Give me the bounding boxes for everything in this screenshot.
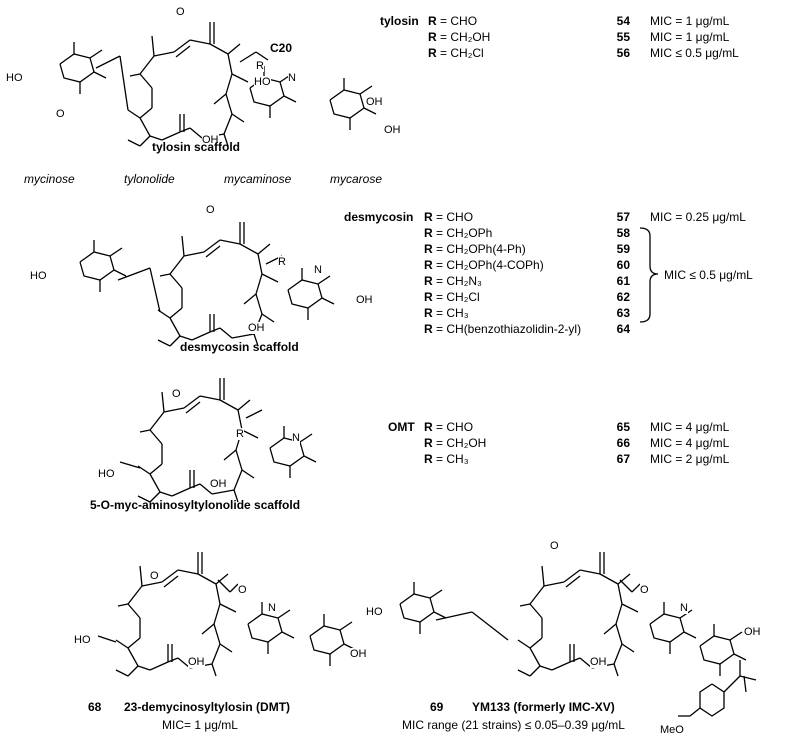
atom-oh: OH <box>590 656 607 668</box>
atom-ho: HO <box>74 634 91 646</box>
compound-number: 56 <box>616 46 630 60</box>
atom-o-ketone: O <box>176 6 185 18</box>
desmycosin-row-4: R = CH₂N₃ <box>424 274 482 288</box>
mic-value: MIC = 2 μg/mL <box>650 452 730 466</box>
atom-o: O <box>56 108 65 120</box>
atom-oh: OH <box>248 322 265 334</box>
compound-number: 69 <box>430 700 444 714</box>
sugar-label-tylonolide: tylonolide <box>124 172 175 186</box>
atom-ho: HO <box>98 468 115 480</box>
omt-row-2: R = CH₃ <box>424 452 469 466</box>
atom-o-aldehyde: O <box>640 584 649 596</box>
compound-number: 60 <box>616 258 630 272</box>
ym133-structure <box>517 551 639 677</box>
desmycosin-row-6: R = CH₃ <box>424 306 469 320</box>
atom-ho: HO <box>6 72 23 84</box>
desmycosin-row-1: R = CH₂OPh <box>424 226 493 240</box>
desmycosin-row-0: R = CHO <box>424 210 474 224</box>
tylosin-structure <box>127 21 249 147</box>
atom-o-ketone: O <box>150 570 159 582</box>
atom-n: N <box>268 602 276 614</box>
ym133-mic: MIC range (21 strains) ≤ 0.05–0.39 μg/mL <box>402 718 625 732</box>
desmycosin-scaffold-label: desmycosin scaffold <box>180 340 299 354</box>
atom-ho: HO <box>254 76 271 88</box>
compound-number: 68 <box>88 700 102 714</box>
compound-number: 65 <box>616 420 630 434</box>
atom-o-ketone: O <box>550 540 559 552</box>
omt-row-0: R = CHO <box>424 420 474 434</box>
atom-r: R <box>278 256 286 268</box>
atom-o-aldehyde: O <box>238 584 247 596</box>
c20-label: C20 <box>270 41 293 55</box>
compound-number: 61 <box>616 274 630 288</box>
atom-ho: HO <box>366 606 383 618</box>
atom-oh: OH <box>210 478 227 490</box>
dmt-mic: MIC= 1 μg/mL <box>162 718 238 732</box>
sugar-label-mycaminose: mycaminose <box>224 172 292 186</box>
desmycosin-row-5: R = CH₂Cl <box>424 290 480 304</box>
mic-value: MIC = 4 μg/mL <box>650 436 730 450</box>
atom-ho: HO <box>30 270 47 282</box>
atom-oh: OH <box>356 294 373 306</box>
desmycosin-bracket <box>639 227 659 323</box>
ym133-name: YM133 (formerly IMC-XV) <box>472 700 615 714</box>
mic-value: MIC = 1 μg/mL <box>650 30 730 44</box>
mic-value: MIC ≤ 0.5 μg/mL <box>650 46 739 60</box>
desmycosin-row-2: R = CH₂OPh(4-Ph) <box>424 242 526 256</box>
compound-number: 58 <box>616 226 630 240</box>
compound-number: 64 <box>616 322 630 336</box>
sugar-label-mycinose: mycinose <box>24 172 75 186</box>
atom-o-ketone: O <box>206 204 215 216</box>
mic-value: MIC = 4 μg/mL <box>650 420 730 434</box>
compound-number: 66 <box>616 436 630 450</box>
compound-number: 59 <box>616 242 630 256</box>
mic-value: MIC = 1 μg/mL <box>650 14 730 28</box>
tylosin-scaffold-label: tylosin scaffold <box>152 140 241 154</box>
omt-scaffold-label: 5-O-myc-aminosyltylonolide scaffold <box>90 498 301 512</box>
dmt-name: 23-demycinosyltylosin (DMT) <box>124 700 291 714</box>
family-label-omt: OMT <box>388 420 415 434</box>
omt-row-1: R = CH₂OH <box>424 436 487 450</box>
compound-number: 55 <box>616 30 630 44</box>
family-label-tylosin: tylosin <box>380 14 419 28</box>
atom-r: R <box>236 428 244 440</box>
tylosin-row-0: R = CHO <box>428 14 478 28</box>
sugar-label-mycarose: mycarose <box>330 172 383 186</box>
mic-group-value: MIC ≤ 0.5 μg/mL <box>664 268 753 282</box>
omt-structure <box>137 377 259 503</box>
tylosin-row-2: R = CH₂Cl <box>428 46 484 60</box>
atom-oh: OH <box>366 96 383 108</box>
atom-oh: OH <box>202 134 219 146</box>
atom-n: N <box>292 432 300 444</box>
atom-n: N <box>314 264 322 276</box>
compound-number: 54 <box>616 14 630 28</box>
compound-number: 67 <box>616 452 630 466</box>
atom-r: R <box>256 60 264 72</box>
atom-oh: OH <box>384 124 401 136</box>
atom-o-ketone: O <box>172 388 181 400</box>
compound-number: 57 <box>616 210 630 224</box>
mic-value: MIC = 0.25 μg/mL <box>650 210 746 224</box>
atom-oh: OH <box>350 648 367 660</box>
dmt-structure <box>115 551 237 677</box>
desmycosin-row-7: R = CH(benzothiazolidin-2-yl) <box>424 322 582 336</box>
atom-oh: OH <box>744 626 761 638</box>
compound-number: 63 <box>616 306 630 320</box>
tylosin-row-1: R = CH₂OH <box>428 30 491 44</box>
atom-oh: OH <box>188 656 205 668</box>
desmycosin-row-3: R = CH₂OPh(4-COPh) <box>424 258 544 272</box>
family-label-desmycosin: desmycosin <box>344 210 414 224</box>
compound-number: 62 <box>616 290 630 304</box>
atom-n: N <box>680 602 688 614</box>
atom-meo: MeO <box>660 724 684 736</box>
atom-n: N <box>288 72 296 84</box>
